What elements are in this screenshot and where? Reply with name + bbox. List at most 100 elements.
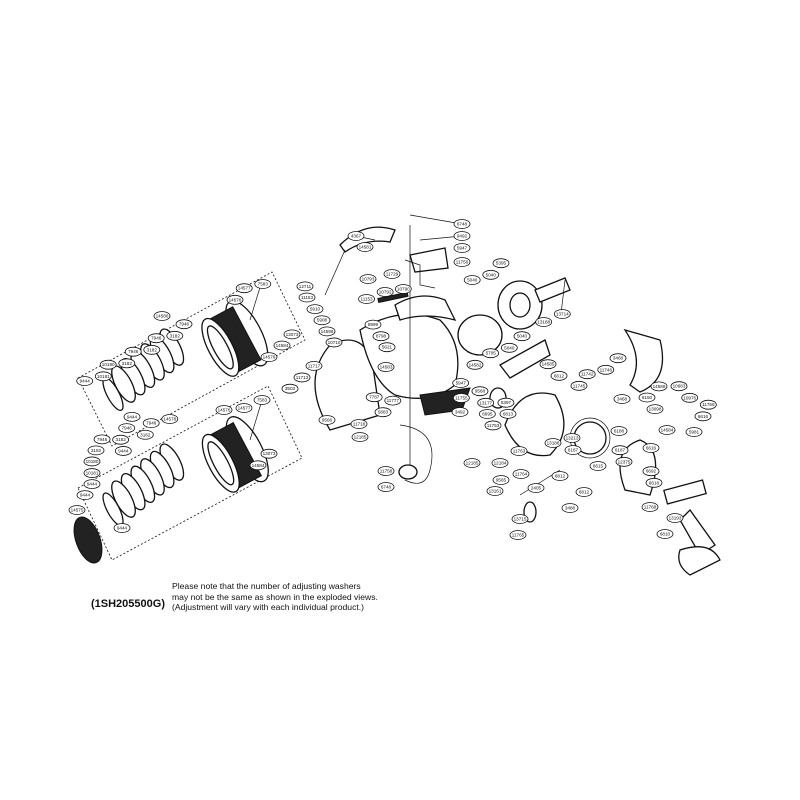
part-label-5883: 5883 bbox=[374, 407, 392, 418]
label-oval bbox=[305, 360, 323, 371]
part-label-5947: 5947 bbox=[452, 378, 470, 388]
label-oval bbox=[175, 319, 193, 330]
part-label-11768: 11768 bbox=[641, 502, 659, 512]
part-label-5705: 5705 bbox=[482, 348, 500, 359]
label-oval bbox=[642, 466, 660, 477]
part-number: 4367 bbox=[351, 234, 362, 239]
part-number: 6615 bbox=[593, 464, 604, 469]
part-label-3182: 3182 bbox=[143, 344, 161, 355]
part-label-13073: 13073 bbox=[283, 329, 301, 340]
part-label-14576: 14576 bbox=[215, 405, 233, 415]
part-number: 10710 bbox=[328, 340, 341, 345]
part-number: 14577 bbox=[238, 286, 251, 291]
label-oval bbox=[260, 448, 278, 459]
label-oval bbox=[359, 274, 377, 284]
part-number: 3182 bbox=[91, 448, 102, 453]
label-oval bbox=[249, 460, 267, 471]
part-label-9444: 9444 bbox=[76, 376, 94, 386]
label-oval bbox=[94, 371, 112, 382]
part-number: 6618 bbox=[649, 480, 660, 485]
part-label-14596: 14596 bbox=[318, 326, 336, 337]
label-oval bbox=[452, 393, 470, 403]
part-label-14581: 14581 bbox=[356, 242, 374, 252]
part-number: 12375 bbox=[618, 459, 631, 464]
label-oval bbox=[499, 408, 517, 419]
part-number: 11764 bbox=[515, 472, 528, 477]
part-number: 5397 bbox=[501, 400, 512, 405]
part-label-3182: 3182 bbox=[112, 434, 130, 445]
part-number: 12185 bbox=[354, 435, 367, 440]
part-number: 14582 bbox=[469, 362, 482, 367]
part-label-11713: 11713 bbox=[293, 372, 311, 383]
label-oval bbox=[497, 397, 515, 408]
part-label-9492: 9492 bbox=[453, 231, 471, 241]
upper-spool-assembly bbox=[77, 271, 306, 447]
label-oval bbox=[578, 369, 596, 380]
label-oval bbox=[589, 461, 607, 471]
part-label-10790: 10790 bbox=[394, 284, 412, 294]
part-label-7946: 7946 bbox=[142, 418, 160, 429]
part-number: 14579 bbox=[263, 355, 276, 360]
label-oval bbox=[486, 486, 504, 496]
part-number: 6748 bbox=[381, 485, 392, 490]
label-oval bbox=[118, 358, 136, 369]
label-oval bbox=[254, 279, 272, 289]
label-oval bbox=[611, 445, 629, 456]
label-oval bbox=[260, 352, 278, 363]
part-label-6812: 6812 bbox=[551, 471, 569, 481]
label-oval bbox=[83, 456, 101, 467]
part-label-14586: 14586 bbox=[153, 311, 171, 321]
part-number: 10180 bbox=[102, 362, 115, 367]
label-oval bbox=[509, 530, 527, 540]
part-number: 9444 bbox=[80, 493, 91, 498]
part-label-14583: 14583 bbox=[377, 362, 395, 372]
label-oval bbox=[113, 523, 131, 533]
part-label-11153: 11153 bbox=[358, 294, 375, 304]
part-label-12185: 12185 bbox=[351, 432, 369, 442]
part-number: 3468 bbox=[613, 356, 624, 361]
part-number: 5621 bbox=[382, 345, 393, 350]
part-label-10181: 10181 bbox=[94, 371, 112, 382]
label-oval bbox=[351, 432, 369, 442]
label-oval bbox=[372, 331, 390, 342]
part-label-6813: 6813 bbox=[499, 408, 517, 419]
part-number: 7946 bbox=[151, 336, 162, 341]
label-oval bbox=[318, 326, 336, 337]
label-oval bbox=[377, 466, 395, 476]
label-oval bbox=[374, 407, 392, 418]
part-number: 5883 bbox=[378, 410, 389, 415]
part-label-7946: 7946 bbox=[147, 333, 165, 344]
part-label-10793: 10793 bbox=[359, 274, 377, 284]
part-label-10792: 10792 bbox=[376, 287, 394, 297]
part-label-7787: 7787 bbox=[365, 392, 383, 403]
part-label-6616: 6616 bbox=[694, 411, 712, 422]
part-number: 14584 bbox=[252, 463, 265, 468]
part-number: 5395 bbox=[496, 261, 507, 266]
part-number: 11742 bbox=[581, 372, 594, 377]
label-oval bbox=[123, 411, 141, 422]
handle-assembly bbox=[619, 439, 721, 576]
part-number: 8798 bbox=[376, 334, 387, 339]
part-label-11718: 11718 bbox=[350, 419, 368, 429]
label-oval bbox=[235, 283, 253, 294]
part-number: 6812 bbox=[579, 490, 590, 495]
label-oval bbox=[491, 458, 509, 468]
part-label-14584: 14584 bbox=[273, 340, 291, 351]
part-label-6150: 6150 bbox=[638, 392, 656, 403]
part-number: 11755 bbox=[455, 396, 468, 401]
part-label-5040: 5040 bbox=[463, 275, 481, 285]
part-label-6188: 6188 bbox=[610, 426, 628, 436]
label-oval bbox=[283, 329, 301, 340]
part-label-11764: 11764 bbox=[512, 469, 530, 479]
part-number: 9444 bbox=[118, 448, 129, 453]
note-line: Please note that the number of adjusting… bbox=[172, 581, 361, 591]
part-label-12185: 12185 bbox=[463, 458, 481, 468]
part-label-5908: 5908 bbox=[313, 315, 331, 326]
label-oval bbox=[570, 380, 588, 391]
part-number: 13073 bbox=[263, 451, 276, 456]
part-number: 6187 bbox=[615, 448, 626, 453]
label-oval bbox=[638, 392, 656, 403]
label-oval bbox=[112, 434, 130, 445]
label-oval bbox=[484, 420, 502, 431]
part-number: 11768 bbox=[644, 505, 657, 510]
